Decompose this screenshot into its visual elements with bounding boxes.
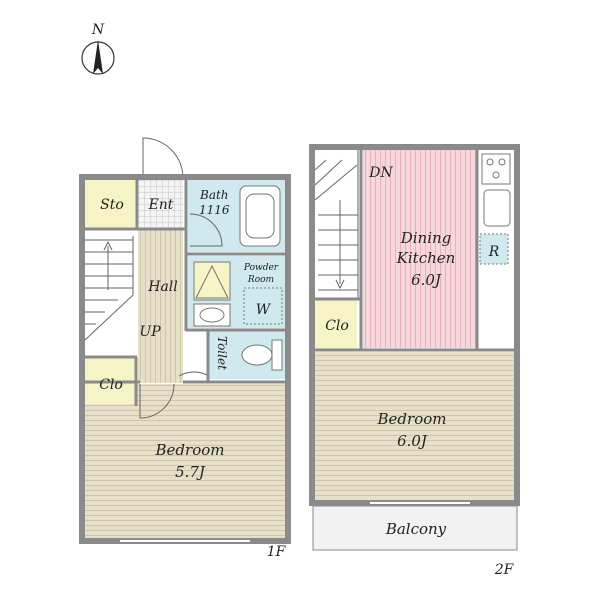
floor-2-label: 2F [494, 562, 515, 578]
toilet-door-icon [178, 371, 210, 377]
f1-storage-floor [85, 180, 138, 228]
washer-space-icon [243, 287, 283, 325]
f1-entrance-label: Ent [148, 197, 174, 213]
floor-2: DN Dining Kitchen 6.0J R Clo Bedroom 6.0… [309, 144, 520, 578]
fridge-space-icon [479, 233, 509, 265]
floor-1: Sto Ent Bath 1116 Powder Room W Hall UP … [79, 137, 291, 560]
f1-hall-label: Hall [147, 279, 178, 295]
f1-storage-label: Sto [100, 197, 124, 213]
entrance-door-icon [142, 137, 184, 179]
f2-staircase [314, 150, 359, 298]
toilet-bowl-icon [241, 344, 273, 366]
f1-bath-label: Bath [199, 188, 229, 202]
f2-dk-floor [363, 150, 477, 348]
bedroom-door-icon [139, 383, 175, 419]
f1-powder-label: Powder [243, 263, 279, 273]
f2-closet-floor [315, 300, 357, 350]
f2-fridge-label: R [488, 244, 500, 260]
floor-1-label: 1F [267, 544, 287, 560]
burner-1-icon [486, 158, 494, 166]
f1-up-label: UP [139, 324, 161, 340]
f2-bedroom-size-label: 6.0J [397, 432, 428, 450]
bathtub-inner-icon [245, 193, 275, 239]
f1-stair-area [85, 230, 138, 358]
kitchen-sink-icon [483, 189, 511, 227]
sink-basin-icon [199, 307, 225, 323]
f2-bedroom-floor [315, 352, 514, 500]
f2-dk-size-label: 6.0J [411, 271, 442, 289]
f1-bedroom-size-label: 5.7J [175, 463, 206, 481]
f1-toilet-label: Toilet [215, 336, 229, 370]
f1-washer-label: W [256, 302, 272, 318]
burner-2-icon [498, 158, 506, 166]
f1-powder-room-label: Room [247, 275, 274, 285]
f1-hall-floor [138, 228, 183, 383]
f2-bedroom-label: Bedroom [377, 410, 447, 428]
f2-stair-area [315, 150, 363, 298]
compass: N [81, 22, 115, 75]
f2-kitchen-label: Kitchen [396, 249, 456, 267]
vanity-triangle-icon [195, 264, 229, 299]
toilet-tank-icon [271, 339, 283, 371]
burner-3-icon [492, 171, 500, 179]
f1-bath-size-label: 1116 [199, 203, 230, 217]
vanity-icon [193, 261, 231, 301]
f1-bedroom-floor [85, 384, 285, 538]
f1-bedroom-label: Bedroom [155, 441, 225, 459]
f1-staircase [84, 236, 134, 341]
bath-door-icon [189, 213, 223, 247]
stove-icon [481, 153, 511, 185]
f1-inner-walls [82, 177, 288, 406]
f1-entrance-floor [138, 180, 183, 228]
f2-balcony-floor [312, 505, 518, 551]
f2-down-label: DN [368, 165, 393, 181]
compass-north-label: N [91, 22, 105, 38]
f2-closet-label: Clo [325, 318, 349, 334]
f2-inner-walls [312, 147, 517, 352]
f2-dining-label: Dining [400, 229, 452, 247]
north-arrow-icon [93, 40, 103, 74]
f2-balcony-label: Balcony [385, 520, 447, 538]
f1-closet-label: Clo [99, 377, 123, 393]
